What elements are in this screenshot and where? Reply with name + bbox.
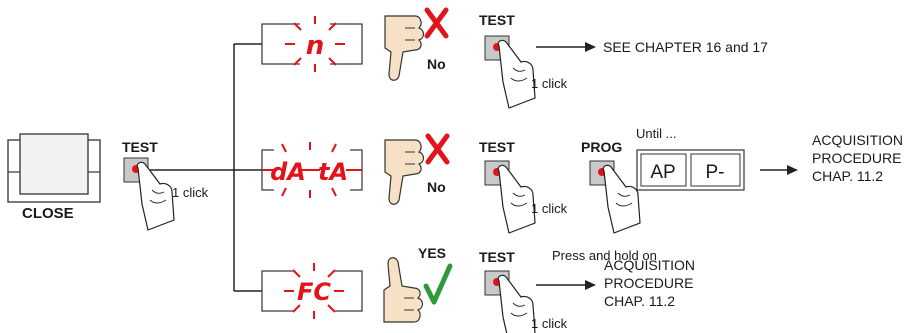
until-value-right: P- — [706, 162, 725, 183]
action-caption-1: 1 click — [531, 76, 568, 91]
action-label-2: TEST — [479, 139, 515, 155]
click-caption: 1 click — [172, 185, 209, 200]
outcome-3-line-3: CHAP. 11.2 — [604, 293, 675, 309]
outcome-1: SEE CHAPTER 16 and 17 — [603, 39, 768, 55]
close-label: CLOSE — [22, 205, 74, 222]
thumb-down-icon-2 — [384, 139, 425, 205]
finger-icon-3 — [497, 274, 536, 333]
outcome-2-line-2: PROCEDURE — [812, 150, 901, 166]
action-caption-3: 1 click — [531, 316, 568, 331]
arrow-2 — [760, 165, 798, 175]
cross-icon-1 — [424, 7, 449, 39]
display-value-1: n — [306, 31, 325, 61]
result-label-2: No — [427, 179, 446, 195]
prog-caption: Press and hold on — [552, 248, 657, 263]
outcome-3-line-1: ACQUISITION — [604, 257, 695, 273]
display-panel-1 — [261, 20, 363, 66]
check-icon — [423, 263, 453, 305]
gate-icon — [7, 133, 101, 203]
action-label-3: TEST — [479, 249, 515, 265]
until-value-left: AP — [650, 162, 675, 183]
blink-rays-2 — [262, 142, 362, 198]
arrow-3 — [536, 280, 596, 290]
cross-icon-2 — [425, 133, 450, 165]
display-panel-3 — [261, 267, 363, 315]
prog-label: PROG — [581, 139, 622, 155]
finger-icon-prog — [602, 164, 641, 234]
result-label-3: YES — [418, 245, 446, 261]
outcome-3-line-2: PROCEDURE — [604, 275, 693, 291]
finger-icon-2 — [497, 164, 536, 234]
action-label-1: TEST — [479, 12, 515, 28]
test-button-label: TEST — [122, 139, 158, 155]
outcome-2-line-1: ACQUISITION — [812, 132, 903, 148]
until-display — [636, 149, 745, 191]
thumb-up-icon — [383, 257, 424, 323]
arrow-1 — [536, 42, 596, 52]
display-value-2b: tA — [318, 158, 348, 186]
outcome-2-line-3: CHAP. 11.2 — [812, 168, 883, 184]
until-label: Until ... — [636, 126, 676, 141]
result-label-1: No — [427, 56, 446, 72]
thumb-down-icon-1 — [384, 15, 425, 81]
display-value-3: FC — [297, 278, 331, 306]
action-caption-2: 1 click — [531, 201, 568, 216]
finger-icon — [136, 161, 175, 231]
finger-icon-1 — [497, 39, 536, 109]
display-value-2a: dA — [270, 158, 306, 186]
branch-connector — [150, 43, 262, 292]
